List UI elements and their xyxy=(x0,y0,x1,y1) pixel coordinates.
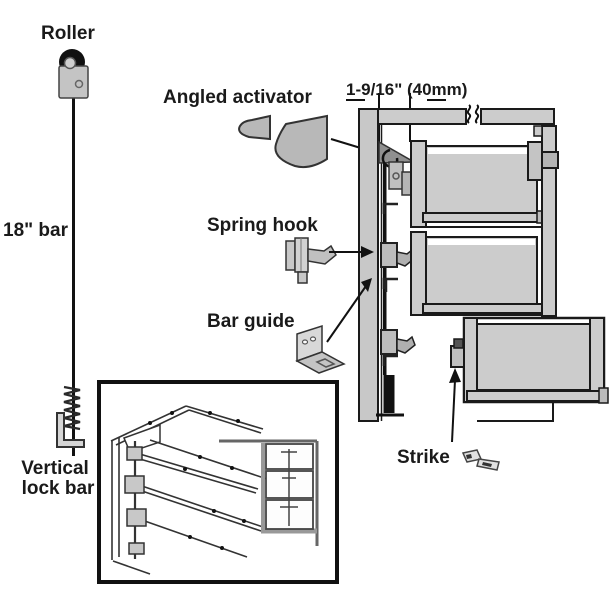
cabinet-left-wall xyxy=(358,108,379,422)
inset-dot xyxy=(183,467,187,471)
drawer-2-top-band xyxy=(428,239,535,245)
drawer-2-body xyxy=(425,236,538,305)
bar-guide-arrow xyxy=(326,285,367,343)
cabinet-right-panel xyxy=(541,125,557,317)
inset-hook-4 xyxy=(128,542,145,555)
cabinet-top-rail-right xyxy=(480,108,555,125)
dimension-label: 1-9/16" (40mm) xyxy=(346,80,467,99)
inset-rail-1a xyxy=(132,451,259,490)
inset-dot xyxy=(230,466,234,470)
drawer-1-slide-rail xyxy=(422,212,546,223)
inset-hook-3 xyxy=(126,508,147,527)
spring-hook-label: Spring hook xyxy=(207,215,318,236)
bar-guide-hole-1 xyxy=(301,339,309,345)
drawer-1-body xyxy=(425,145,538,214)
strike-installed-tab xyxy=(453,338,464,349)
inset-dot xyxy=(212,509,216,513)
latch-block xyxy=(527,141,543,181)
pulled-drawer-rail-endcap xyxy=(598,387,609,404)
angled-activator-part-right xyxy=(274,114,328,169)
spring-hook-arrowhead xyxy=(361,246,374,258)
inset-hook-1 xyxy=(126,446,143,461)
bar-guide-part-base xyxy=(295,351,346,374)
bar-guide-installed-3 xyxy=(382,354,398,366)
spring-hook-installed-2 xyxy=(380,329,398,355)
bar-guide-callout: Bar guide xyxy=(207,278,372,374)
strike-arrowhead xyxy=(449,368,461,383)
vertical-lock-bar-label-line1: Vertical xyxy=(21,458,89,479)
inset-dot xyxy=(242,519,246,523)
bar-guide-arrowhead xyxy=(361,278,372,292)
angled-activator-label: Angled activator xyxy=(163,87,312,108)
inset-floor-edge xyxy=(112,560,151,575)
inset-dot xyxy=(198,455,202,459)
drawer-2 xyxy=(410,231,546,316)
bar-guide-installed-2 xyxy=(382,277,398,292)
pulled-out-drawer xyxy=(450,316,609,422)
inset-dot xyxy=(236,419,240,423)
bar-length-label: 18" bar xyxy=(3,220,69,241)
inset-rail-3 xyxy=(138,518,248,558)
strike-arrow xyxy=(451,379,456,443)
roller-label: Roller xyxy=(41,23,95,44)
drawer-2-front-edge xyxy=(410,231,427,316)
angled-activator-part-left xyxy=(238,114,271,141)
strike-callout: Strike xyxy=(397,368,500,471)
drawer-2-slide-rail xyxy=(422,303,546,314)
inset-front-view xyxy=(219,439,319,546)
lock-bar-bracket xyxy=(56,412,85,448)
inset-slope-2 xyxy=(188,409,262,434)
strike-part-mark1 xyxy=(466,454,472,459)
pulled-drawer-body xyxy=(476,323,591,391)
inset-rail-2a xyxy=(135,483,264,528)
inset-rail-0 xyxy=(149,439,271,481)
bar-guide-hole-2 xyxy=(309,336,317,342)
inset-dot xyxy=(170,411,174,415)
roller-bracket xyxy=(58,65,89,99)
spring-hook-callout: Spring hook xyxy=(207,215,374,284)
inset-rivet-dots xyxy=(148,411,246,550)
latch-tab xyxy=(541,151,559,169)
inset-dot xyxy=(208,411,212,415)
inset-rail-2b xyxy=(135,488,262,532)
lock-bar-lower-segment xyxy=(383,375,395,413)
break-mark-1 xyxy=(466,104,472,124)
right-panel-step xyxy=(533,125,543,137)
roller-installed xyxy=(388,161,404,190)
roller-bolt xyxy=(74,79,84,89)
drawer-1 xyxy=(410,140,547,228)
spring-hook-arm-2 xyxy=(396,335,416,354)
angled-activator-callout: Angled activator xyxy=(163,87,374,169)
inset-hook-2 xyxy=(124,475,145,494)
spring-hook-part-arm xyxy=(307,244,337,265)
inset-dot xyxy=(188,535,192,539)
drawer-1-top-band xyxy=(428,148,535,154)
inset-rail-1b xyxy=(132,456,257,494)
spring-coil xyxy=(63,385,81,431)
spring-hook-part-foot xyxy=(297,271,308,284)
spring-hook-installed-1 xyxy=(380,242,398,268)
strike-installed xyxy=(450,345,465,368)
inset-detail-box xyxy=(97,380,339,584)
roller-assembly: Roller 18" bar Vertical lock bar xyxy=(3,23,95,499)
bar-guide-slot xyxy=(315,358,336,368)
inset-dot xyxy=(148,421,152,425)
strike-part-mark2 xyxy=(482,462,492,467)
bar-guide-label: Bar guide xyxy=(207,311,295,332)
break-mark-2 xyxy=(474,104,480,124)
spring-hook-part-plate1 xyxy=(285,240,296,271)
pulled-drawer-left-strip xyxy=(463,317,478,403)
inset-dot xyxy=(220,546,224,550)
pulled-drawer-slide-rail xyxy=(466,390,608,402)
roller-installed-bolt xyxy=(392,172,400,180)
inset-slope-1 xyxy=(185,405,264,430)
vertical-lock-bar-label-line2: lock bar xyxy=(22,478,95,499)
drawer-leader-bracket xyxy=(477,402,554,422)
cabinet-cross-section xyxy=(358,104,559,422)
strike-label: Strike xyxy=(397,447,450,468)
roller-hub xyxy=(63,56,77,70)
bar-guide-installed-1 xyxy=(382,202,398,214)
inset-perspective-view xyxy=(110,405,271,575)
